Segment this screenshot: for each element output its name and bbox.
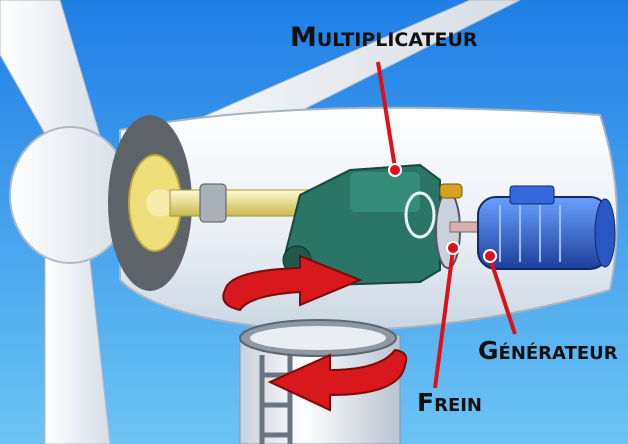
- main-shaft: [169, 183, 311, 223]
- rotation-arrow-lower: [267, 348, 408, 412]
- yaw-ring: [239, 319, 397, 357]
- gearbox-label: Multiplicateur: [290, 22, 478, 53]
- brake: [435, 183, 481, 269]
- generator: [477, 185, 616, 270]
- brake-label: Frein: [417, 388, 482, 417]
- hub: [9, 115, 192, 291]
- label-pointers: [376, 61, 517, 389]
- rotation-arrow-upper: [222, 254, 363, 312]
- generator-label: Générateur: [478, 336, 618, 365]
- gearbox: [282, 163, 441, 287]
